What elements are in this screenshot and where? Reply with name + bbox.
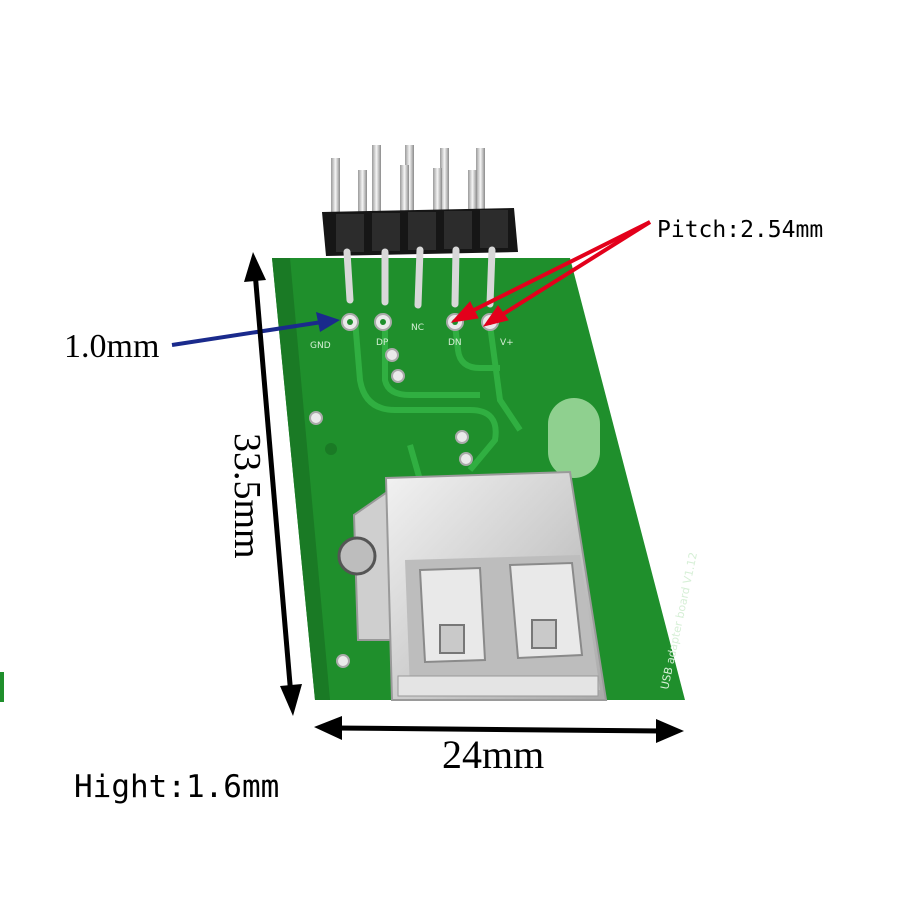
pin-label-dn: DN — [448, 338, 462, 348]
board-height-label: Hight:1.6mm — [74, 769, 280, 805]
length-dimension-arrow — [244, 252, 302, 716]
hole-diameter-label: 1.0mm — [64, 328, 160, 365]
board-name-silkscreen: USB adapter board V1.12 — [658, 551, 700, 691]
pin-label-nc: NC — [411, 323, 424, 333]
adjacent-board-edge — [0, 672, 4, 702]
mounting-slot — [548, 398, 600, 478]
pitch-label: Pitch:2.54mm — [657, 217, 824, 243]
header-pins-top — [331, 145, 485, 218]
pcb-traces — [352, 319, 523, 481]
width-dimension-arrow — [314, 716, 684, 743]
usb-a-connector — [337, 470, 608, 701]
pcb-board-shade — [272, 258, 330, 700]
pin-label-dp: DP — [376, 338, 389, 348]
board-length-label: 33.5mm — [226, 433, 268, 559]
pin-label-gnd: GND — [310, 341, 331, 351]
hole-diameter-arrow — [171, 312, 340, 347]
pin-label-vplus: V+ — [500, 338, 514, 348]
pitch-arrows — [450, 220, 652, 327]
board-width-label: 24mm — [442, 732, 545, 777]
pin-header — [322, 145, 518, 309]
header-pins-bent — [343, 246, 496, 309]
